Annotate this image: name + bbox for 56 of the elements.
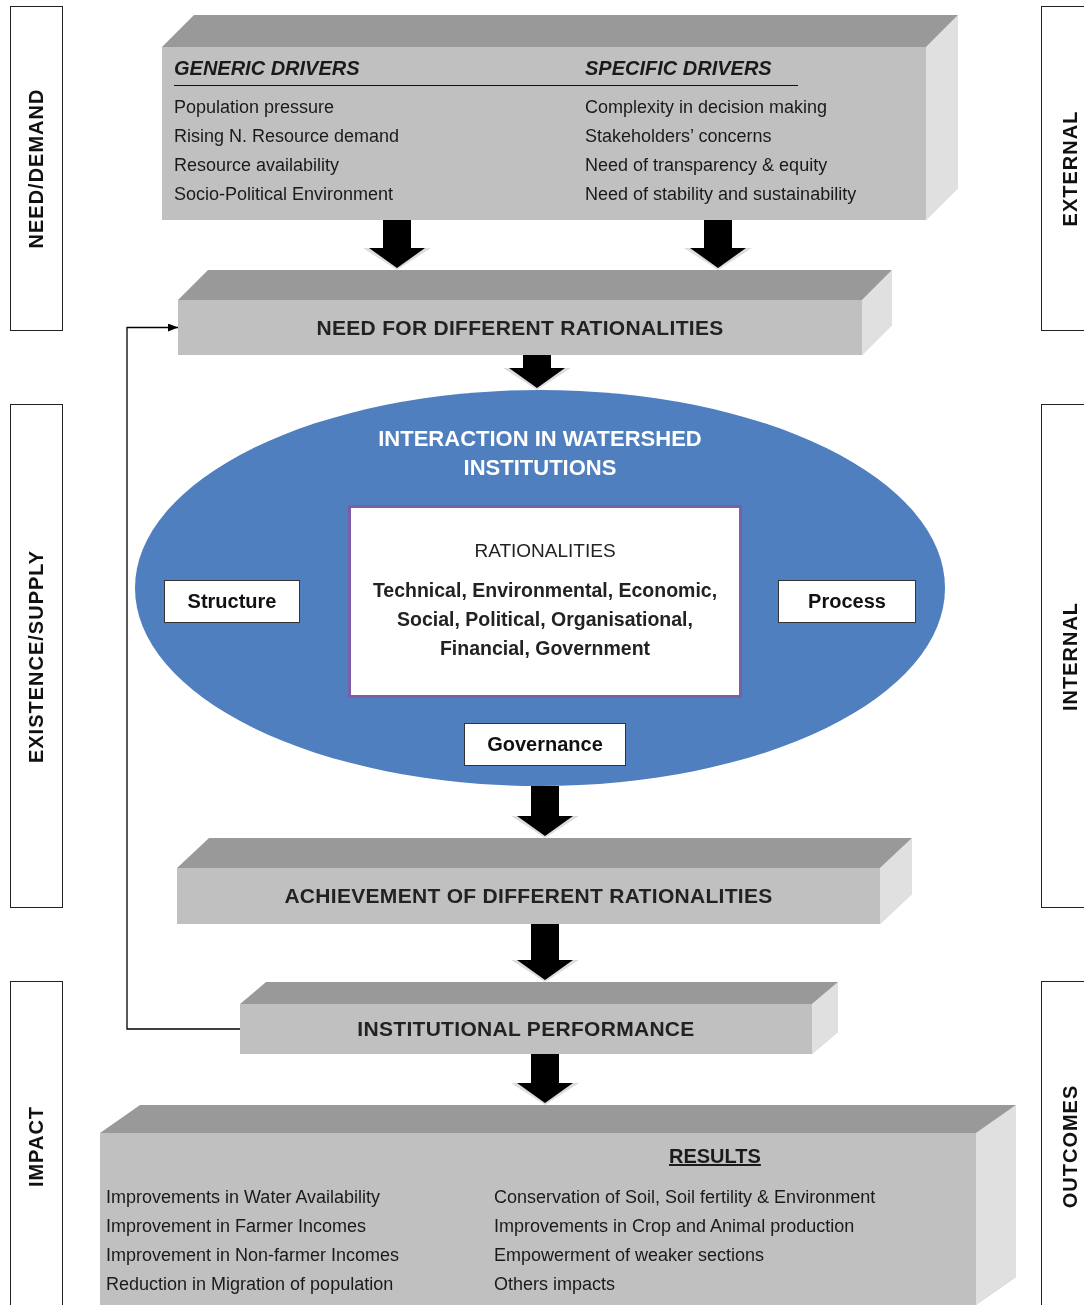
ellipse-title: INTERACTION IN WATERSHED INSTITUTIONS (377, 425, 703, 482)
section-heading: RESULTS (669, 1145, 761, 1168)
band-label: EXISTENCE/SUPPLY (25, 549, 48, 763)
box-title: NEED FOR DIFFERENT RATIONALITIES (316, 315, 724, 340)
list-item: Population pressure (174, 96, 336, 119)
list-item: Conservation of Soil, Soil fertility & Environment (494, 1186, 876, 1209)
band-label: INTERNAL (1059, 601, 1083, 711)
list-item: Improvements in Crop and Animal production (494, 1215, 856, 1238)
box-label: Structure (187, 590, 277, 613)
side-band (1041, 404, 1084, 908)
box-title: ACHIEVEMENT OF DIFFERENT RATIONALITIES (284, 884, 773, 908)
list-item: Rising N. Resource demand (174, 125, 400, 148)
list-item: Resource availability (174, 154, 341, 177)
list-item: Improvement in Farmer Incomes (106, 1215, 368, 1238)
process-box (178, 270, 892, 355)
highlight-box (348, 505, 742, 698)
list-item: Complexity in decision making (585, 96, 829, 119)
box-label: Governance (487, 733, 603, 756)
list-item: Socio-Political Environment (174, 183, 395, 206)
label-box (464, 723, 626, 766)
label-box (164, 580, 300, 623)
box-label: Process (808, 590, 886, 613)
label-box (778, 580, 916, 623)
band-label: OUTCOMES (1059, 1084, 1083, 1208)
list-item: Stakeholders’ concerns (585, 125, 773, 148)
box-text: Technical, Environmental, Economic, Social, Political, Organisational, Financial, Government (371, 578, 719, 661)
list-item: Reduction in Migration of population (106, 1273, 395, 1296)
block-arrow (511, 924, 579, 982)
block-arrow (684, 220, 752, 270)
side-band (1041, 6, 1084, 331)
block-arrow (511, 786, 579, 838)
process-box (177, 838, 912, 924)
process-box (240, 982, 838, 1054)
column-heading: SPECIFIC DRIVERS (585, 57, 772, 80)
box-title: INSTITUTIONAL PERFORMANCE (357, 1017, 695, 1041)
list-item: Need of transparency & equity (585, 154, 829, 177)
feedback-arrow (126, 323, 241, 1030)
band-label: EXTERNAL (1059, 110, 1083, 227)
process-box (100, 1105, 1016, 1305)
band-label: IMPACT (25, 1105, 48, 1187)
block-arrow (511, 1054, 579, 1105)
side-band (10, 404, 63, 908)
list-item: Need of stability and sustainability (585, 183, 857, 206)
column-heading: GENERIC DRIVERS (174, 57, 360, 80)
block-arrow (503, 355, 571, 390)
band-label: NEED/DEMAND (25, 88, 48, 249)
block-arrow (363, 220, 431, 270)
side-band (10, 981, 63, 1305)
process-box (162, 15, 958, 220)
list-item: Others impacts (494, 1273, 617, 1296)
list-item: Empowerment of weaker sections (494, 1244, 766, 1267)
box-heading: RATIONALITIES (474, 540, 616, 562)
side-band (1041, 981, 1084, 1305)
list-item: Improvements in Water Availability (106, 1186, 382, 1209)
side-band (10, 6, 63, 331)
list-item: Improvement in Non-farmer Incomes (106, 1244, 400, 1267)
